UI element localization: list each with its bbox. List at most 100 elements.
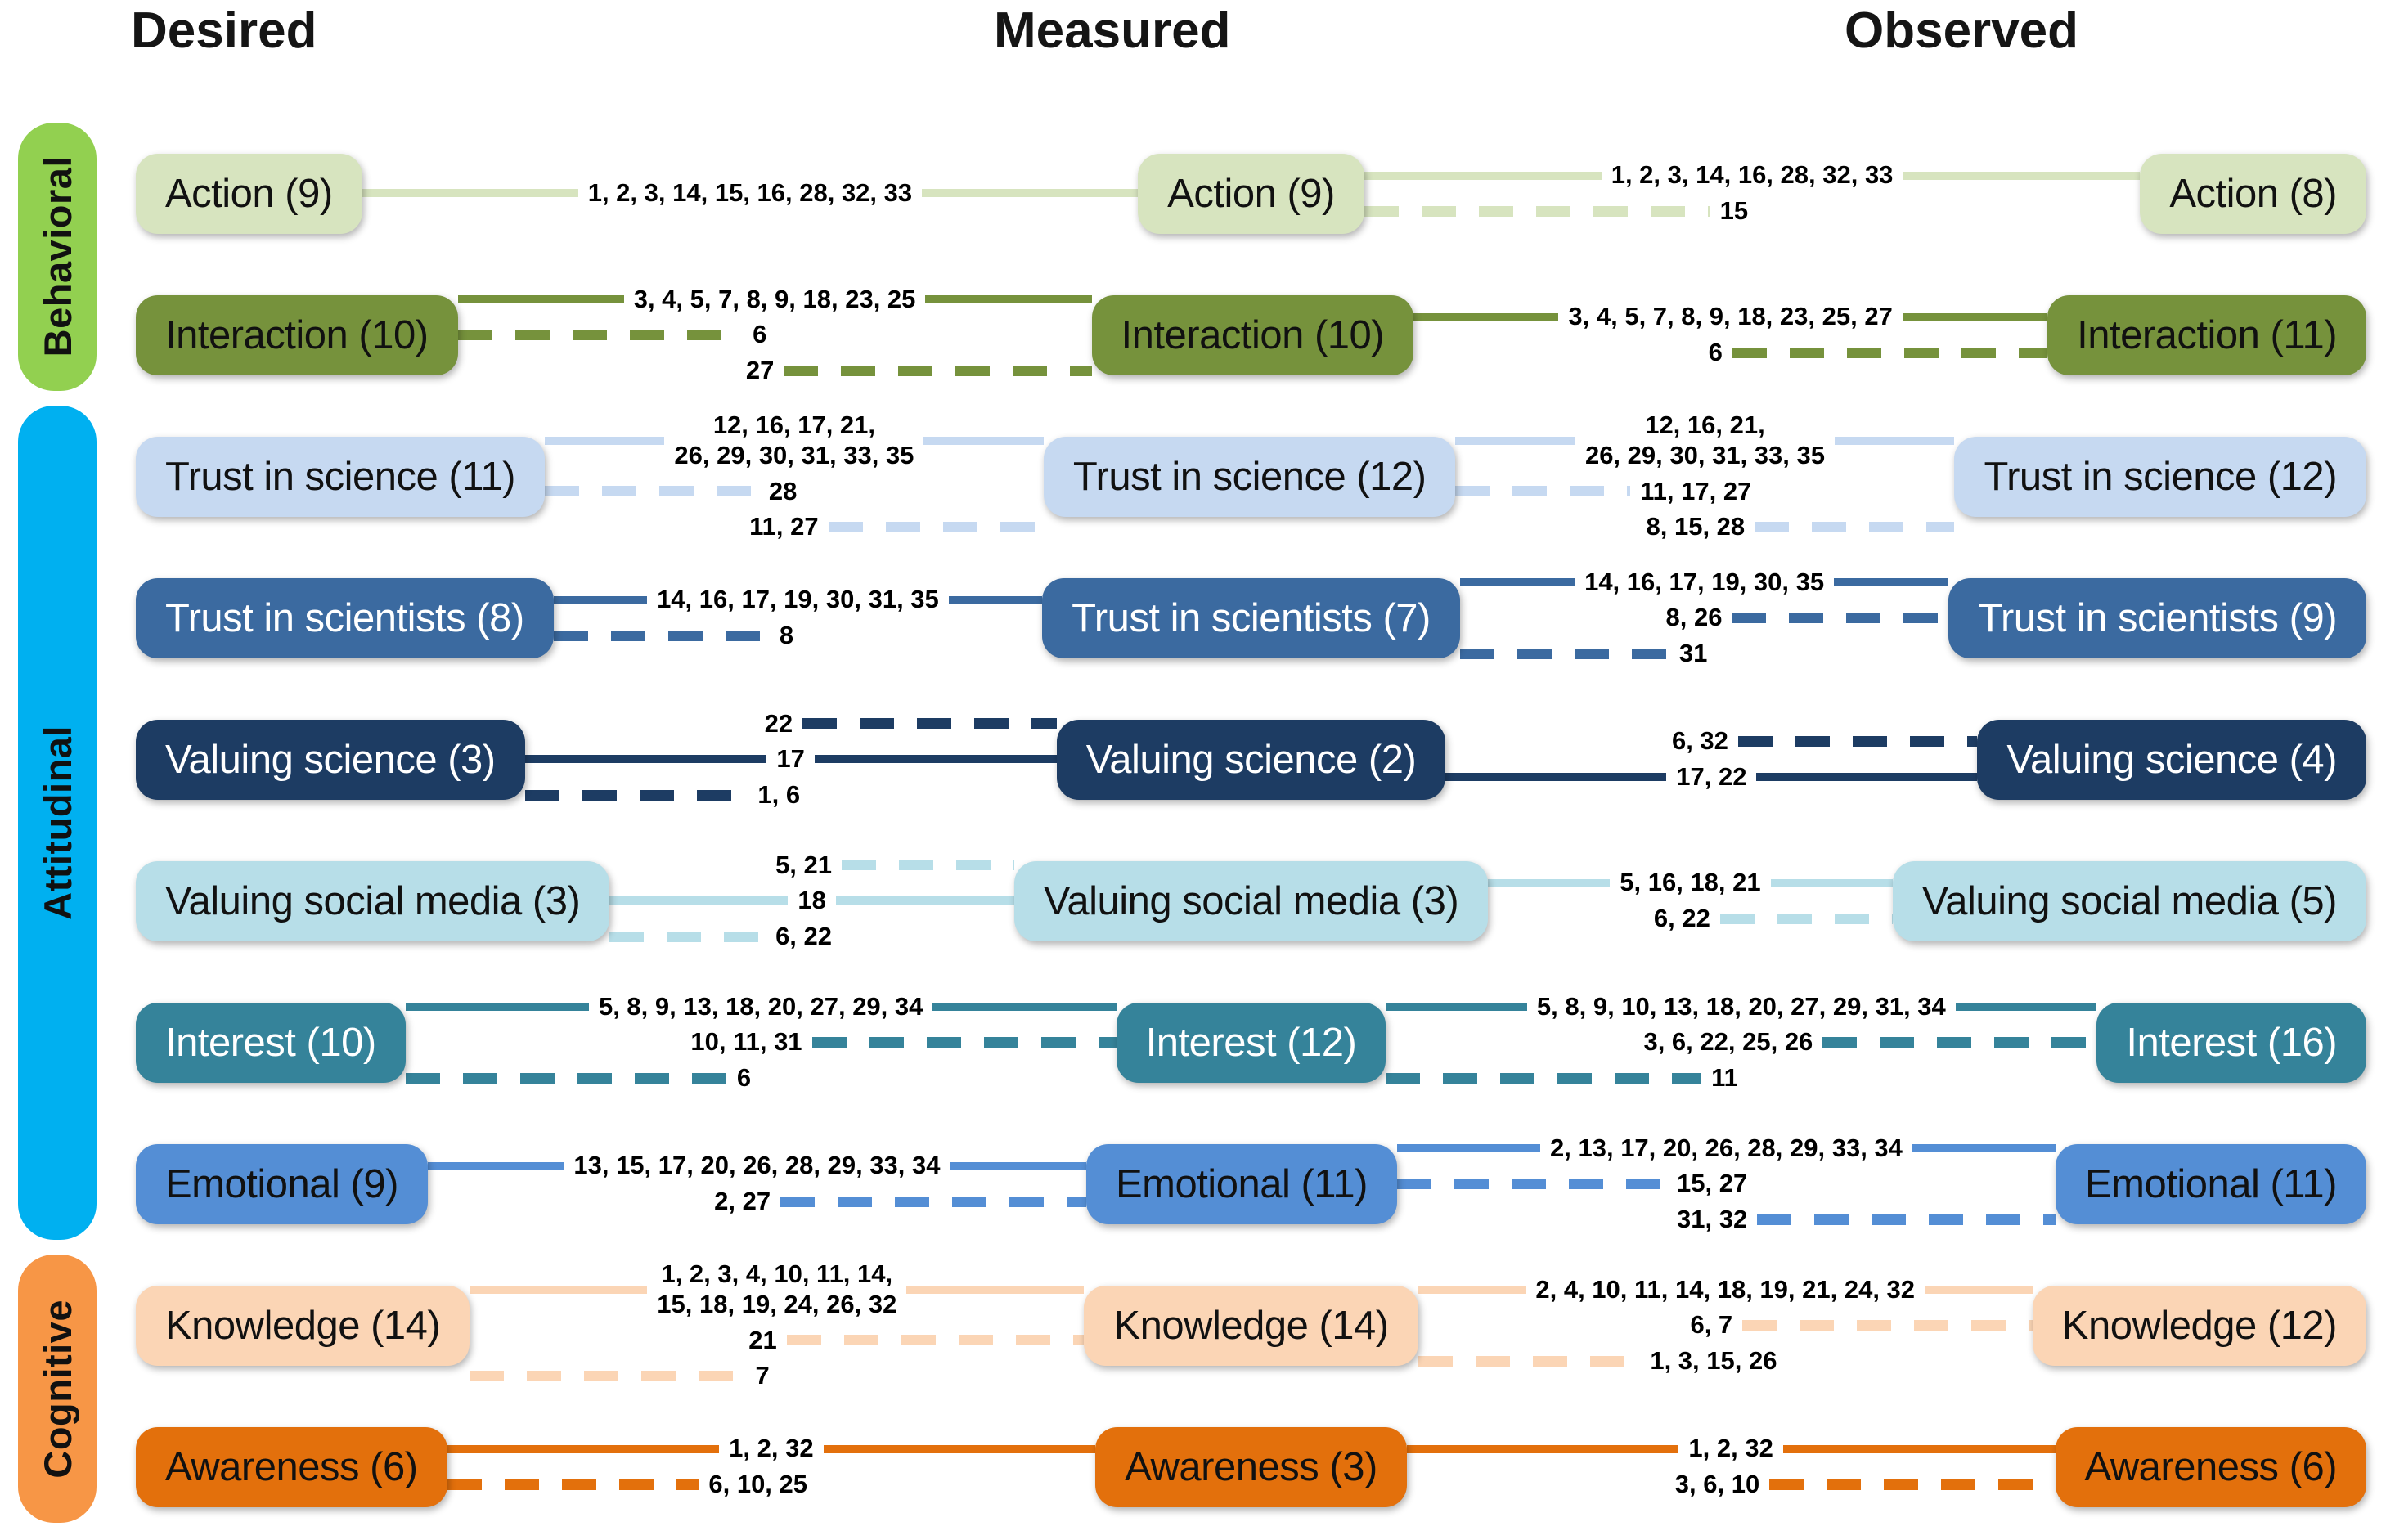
link-line-solid <box>1834 577 1949 586</box>
link-line-dashed <box>842 860 1014 871</box>
interaction-measured-box: Interaction (10) <box>1091 294 1414 375</box>
trust-in-science-link-dashed-right: 8, 15, 28 <box>1455 512 1955 542</box>
emotional-measured-box: Emotional (11) <box>1085 1143 1397 1224</box>
link-line-solid <box>1396 1143 1541 1152</box>
link-label: 6, 10, 25 <box>708 1470 808 1498</box>
link-label: 1, 2, 32 <box>1688 1434 1773 1463</box>
link-line-dashed <box>544 486 759 497</box>
link-line-dashed <box>780 1196 1086 1207</box>
link-line-solid <box>1955 1002 2097 1011</box>
link-line-solid <box>609 896 789 905</box>
link-label: 5, 8, 9, 13, 18, 20, 27, 29, 34 <box>598 991 923 1021</box>
trust-in-scientists-row: Trust in scientists (8)14, 16, 17, 19, 3… <box>108 547 2367 689</box>
knowledge-observed-box: Knowledge (12) <box>2032 1285 2366 1366</box>
awareness-observed-box: Awareness (6) <box>2055 1426 2367 1507</box>
link-label: 14, 16, 17, 19, 30, 35 <box>1584 567 1825 596</box>
link-label: 6, 22 <box>775 921 833 950</box>
valuing-science-link-solid-both: 17, 22 <box>1445 762 1978 792</box>
link-label: 17 <box>776 744 805 774</box>
trust-in-scientists-desired-measured-connector: 14, 16, 17, 19, 30, 31, 35 8 <box>553 585 1043 651</box>
link-label: 2, 13, 17, 20, 26, 28, 29, 33, 34 <box>1550 1133 1903 1162</box>
valuing-science-link-solid-both: 17 <box>524 744 1057 774</box>
emotional-link-solid-both: 2, 13, 17, 20, 26, 28, 29, 33, 34 <box>1396 1133 2056 1164</box>
emotional-row: Emotional (9)13, 15, 17, 20, 26, 28, 29,… <box>108 1113 2366 1255</box>
knowledge-link-dashed-left: 1, 3, 15, 26 <box>1418 1346 2033 1376</box>
trust-in-science-link-solid-both: 12, 16, 17, 21, 26, 29, 30, 31, 33, 35 <box>544 411 1044 470</box>
link-line-dashed <box>1455 486 1631 497</box>
knowledge-link-solid-both: 2, 4, 10, 11, 14, 18, 19, 21, 24, 32 <box>1418 1275 2033 1305</box>
column-header-measured: Measured <box>994 2 1231 59</box>
link-line-dashed <box>1386 1072 1702 1084</box>
link-label: 28 <box>768 476 798 505</box>
link-line-dashed <box>786 1335 1085 1346</box>
link-line-dashed <box>1822 1036 2097 1048</box>
link-label: 18 <box>798 886 826 915</box>
link-label: 6, 7 <box>1690 1310 1733 1340</box>
valuing-social-media-observed-box: Valuing social media (5) <box>1892 860 2367 941</box>
trust-in-science-link-dashed-right: 11, 27 <box>545 512 1044 542</box>
interaction-observed-box: Interaction (11) <box>2047 294 2367 375</box>
link-label: 22 <box>764 708 793 738</box>
valuing-social-media-link-dashed-right: 6, 22 <box>1488 904 1893 934</box>
valuing-science-desired-box: Valuing science (3) <box>136 719 525 800</box>
valuing-social-media-link-dashed-left: 6, 22 <box>609 922 1014 952</box>
link-label: 11, 17, 27 <box>1640 476 1752 505</box>
group-label-attitudinal: Attitudinal <box>18 406 97 1240</box>
knowledge-measured-observed-connector: 2, 4, 10, 11, 14, 18, 19, 21, 24, 32 6, 7… <box>1418 1275 2033 1376</box>
link-line-solid <box>922 189 1139 198</box>
trust-in-science-link-dashed-left: 28 <box>544 476 1044 507</box>
interaction-row: Interaction (10)3, 4, 5, 7, 8, 9, 18, 23… <box>108 264 2367 406</box>
link-label: 3, 6, 10 <box>1674 1470 1760 1498</box>
valuing-social-media-link-solid-both: 5, 16, 18, 21 <box>1488 868 1893 898</box>
link-line-dashed <box>784 365 1092 376</box>
link-line-dashed <box>1742 1319 2033 1331</box>
group-label-text: Cognitive <box>35 1299 79 1479</box>
awareness-measured-box: Awareness (3) <box>1095 1426 1407 1507</box>
link-line-solid <box>906 1285 1085 1294</box>
link-line-dashed <box>447 1479 699 1490</box>
trust-in-science-observed-box: Trust in science (12) <box>1954 436 2367 517</box>
link-label: 6 <box>1708 338 1723 366</box>
link-line-solid <box>925 294 1092 303</box>
link-label: 31, 32 <box>1677 1204 1748 1233</box>
link-line-solid <box>1834 436 1955 445</box>
interest-measured-box: Interest (12) <box>1116 1002 1386 1083</box>
awareness-measured-observed-connector: 1, 2, 32 3, 6, 10 <box>1406 1434 2056 1500</box>
link-line-dashed <box>457 329 744 340</box>
link-line-dashed <box>1757 1214 2056 1225</box>
trust-in-scientists-link-dashed-left: 8 <box>553 621 1043 651</box>
link-line-dashed <box>811 1036 1117 1048</box>
link-line-solid <box>1756 773 1978 782</box>
link-label: 3, 6, 22, 25, 26 <box>1643 1027 1813 1057</box>
link-line-dashed <box>1418 1355 1641 1367</box>
link-line-solid <box>923 436 1044 445</box>
link-label: 15 <box>1719 196 1749 225</box>
trust-in-science-measured-box: Trust in science (12) <box>1043 436 1456 517</box>
interaction-link-dashed-right: 6 <box>1413 338 2048 368</box>
awareness-link-dashed-right: 3, 6, 10 <box>1407 1470 2056 1500</box>
link-label: 5, 16, 18, 21 <box>1620 868 1761 897</box>
link-line-dashed <box>1459 648 1669 659</box>
interest-link-solid-both: 5, 8, 9, 10, 13, 18, 20, 27, 29, 31, 34 <box>1386 992 2097 1022</box>
link-line-solid <box>1445 773 1667 782</box>
link-line-solid <box>470 1285 648 1294</box>
link-label: 3, 4, 5, 7, 8, 9, 18, 23, 25, 27 <box>1568 302 1893 331</box>
link-line-dashed <box>1732 347 2048 358</box>
link-label: 8, 15, 28 <box>1646 512 1746 541</box>
link-line-dashed <box>1364 205 1710 217</box>
link-line-solid <box>1406 1444 1679 1453</box>
group-label-cognitive: Cognitive <box>18 1255 97 1523</box>
interest-link-solid-both: 5, 8, 9, 13, 18, 20, 27, 29, 34 <box>405 991 1117 1022</box>
link-line-solid <box>1455 436 1575 445</box>
link-label: 14, 16, 17, 19, 30, 31, 35 <box>657 585 939 614</box>
link-label: 6 <box>753 320 767 349</box>
awareness-link-solid-both: 1, 2, 32 <box>1406 1434 2056 1464</box>
emotional-desired-box: Emotional (9) <box>136 1143 428 1224</box>
link-line-solid <box>553 595 648 604</box>
